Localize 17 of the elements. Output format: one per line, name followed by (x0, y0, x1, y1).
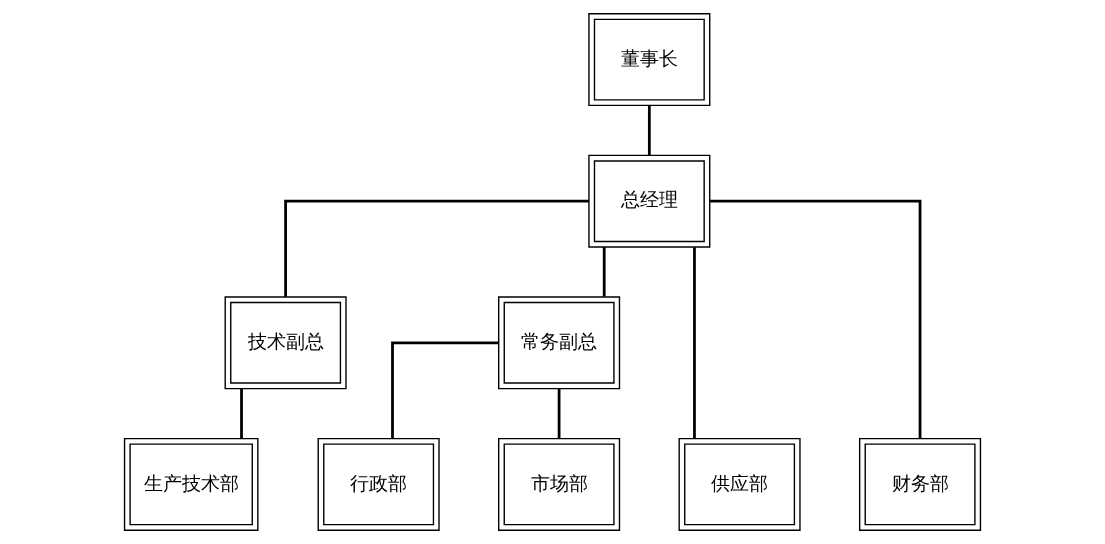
connector (557, 388, 561, 439)
node-box: 行政部 (317, 437, 440, 531)
node-box: 供应部 (678, 437, 801, 531)
connector (710, 199, 922, 439)
node-box: 常务副总 (498, 296, 621, 390)
node-box: 生产技术部 (123, 437, 259, 531)
node-box: 总经理 (588, 154, 711, 248)
connector (602, 247, 606, 297)
node-box: 董事长 (588, 13, 711, 107)
connector (240, 388, 243, 439)
connector (391, 341, 499, 439)
connector (647, 105, 651, 155)
node-box: 财务部 (858, 437, 982, 531)
node-box: 市场部 (498, 437, 621, 531)
connector (284, 199, 589, 297)
node-box: 技术副总 (224, 296, 347, 390)
connector (693, 247, 696, 439)
